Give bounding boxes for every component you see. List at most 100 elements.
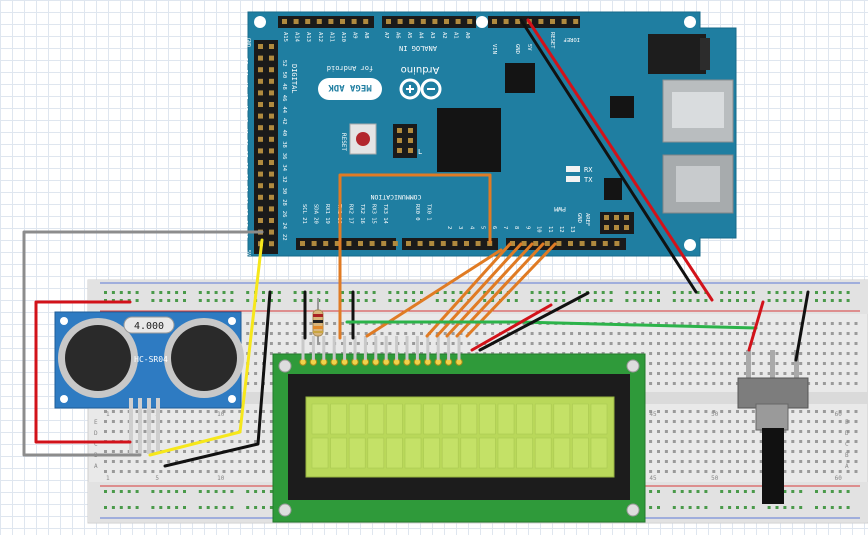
breadboard-hole <box>396 299 400 302</box>
breadboard-hole <box>743 372 747 375</box>
analog-pin-label: A13 <box>305 32 311 42</box>
breadboard-hole <box>198 291 202 294</box>
breadboard-hole <box>649 460 653 463</box>
breadboard-hole <box>246 342 250 345</box>
breadboard-hole <box>427 342 431 345</box>
breadboard-hole <box>364 332 368 335</box>
breadboard-hole <box>127 470 131 473</box>
wires <box>22 18 810 468</box>
breadboard-hole <box>269 382 273 385</box>
breadboard-hole <box>254 382 258 385</box>
breadboard-hole <box>688 430 692 433</box>
lcd-character-cell <box>497 437 515 469</box>
lcd-pin-leg <box>415 336 419 360</box>
breadboard-hole <box>783 450 787 453</box>
header-pin <box>258 78 263 84</box>
breadboard-hole <box>854 440 858 443</box>
breadboard-hole <box>759 430 763 433</box>
digital-pin-label: 33 <box>242 174 248 181</box>
pwm-pin-label: 5 <box>480 226 486 229</box>
breadboard-hole <box>830 470 834 473</box>
lcd-character-cell <box>386 403 403 435</box>
breadboard-hole <box>672 362 676 365</box>
row-label-d-right: D <box>845 430 849 437</box>
ioref-label: IOREF <box>563 36 580 42</box>
breadboard-hole <box>214 410 218 413</box>
header-pin <box>258 125 263 131</box>
digital-pin-label: 32 <box>281 176 287 183</box>
header-pin <box>550 19 555 24</box>
breadboard-hole <box>190 440 194 443</box>
breadboard-hole <box>269 352 273 355</box>
comm-pin-label: TX3 14 <box>382 204 388 225</box>
breadboard-hole <box>783 440 787 443</box>
breadboard-hole <box>262 420 265 423</box>
breadboard-hole <box>807 470 811 473</box>
breadboard-hole <box>783 490 787 493</box>
top-power-rail <box>88 280 868 314</box>
breadboard-hole <box>554 332 558 335</box>
breadboard-hole <box>815 420 818 423</box>
breadboard-hole <box>657 332 660 335</box>
usb-chip <box>505 63 535 93</box>
column-mark: 1 <box>106 475 110 482</box>
breadboard-hole <box>680 291 684 294</box>
breadboard-hole <box>720 450 724 453</box>
breadboard-hole <box>815 362 818 365</box>
breadboard-hole <box>111 490 115 493</box>
header-pin <box>556 241 562 246</box>
breadboard-hole <box>720 430 724 433</box>
breadboard-hole <box>815 332 818 335</box>
pot-shaft <box>762 428 784 504</box>
breadboard-hole <box>736 450 739 453</box>
header-pin <box>316 19 322 24</box>
breadboard-hole <box>104 506 107 509</box>
row-label-b-right: B <box>845 452 849 459</box>
lcd-hole-tr <box>626 359 640 373</box>
breadboard-hole <box>728 322 732 325</box>
breadboard-hole <box>846 291 850 294</box>
breadboard-hole <box>799 342 803 345</box>
breadboard-hole <box>159 430 163 433</box>
breadboard-hole <box>175 470 179 473</box>
lcd-character-cell <box>404 437 422 469</box>
breadboard-hole <box>830 430 834 433</box>
breadboard-hole <box>696 460 700 463</box>
lcd-character-cell <box>497 403 515 435</box>
digital-pin-label: 25 <box>242 220 248 227</box>
brand-label: Arduino <box>401 64 440 75</box>
breadboard-hole <box>649 450 653 453</box>
breadboard-hole <box>736 460 739 463</box>
breadboard-hole <box>680 450 684 453</box>
breadboard-hole <box>198 490 202 493</box>
breadboard-hole <box>688 352 692 355</box>
breadboard-hole <box>254 450 258 453</box>
breadboard-hole <box>104 450 107 453</box>
breadboard-hole <box>704 410 708 413</box>
breadboard-hole <box>672 342 676 345</box>
lcd-pin-leg <box>332 336 336 360</box>
breadboard-hole <box>388 299 392 302</box>
breadboard-hole <box>767 352 771 355</box>
digital-pin-label: 48 <box>281 83 287 90</box>
breadboard-hole <box>538 332 542 335</box>
breadboard-hole <box>743 440 747 443</box>
breadboard-hole <box>767 291 771 294</box>
breadboard-hole <box>372 291 376 294</box>
breadboard-hole <box>325 299 329 302</box>
breadboard-hole <box>609 291 613 294</box>
breadboard-hole <box>293 342 297 345</box>
header-pin <box>323 241 329 246</box>
lcd-character-cell <box>386 437 403 469</box>
breadboard-hole <box>736 342 739 345</box>
digital-pin-label: 28 <box>281 199 287 206</box>
lcd-pin-leg <box>353 336 357 360</box>
breadboard-hole <box>159 440 163 443</box>
breadboard-hole <box>854 372 858 375</box>
digital-pin-label: 51 <box>242 70 248 77</box>
breadboard-hole <box>712 470 716 473</box>
breadboard-hole <box>799 291 803 294</box>
breadboard-hole <box>688 420 692 423</box>
breadboard-hole <box>135 410 139 413</box>
breadboard-hole <box>159 460 163 463</box>
